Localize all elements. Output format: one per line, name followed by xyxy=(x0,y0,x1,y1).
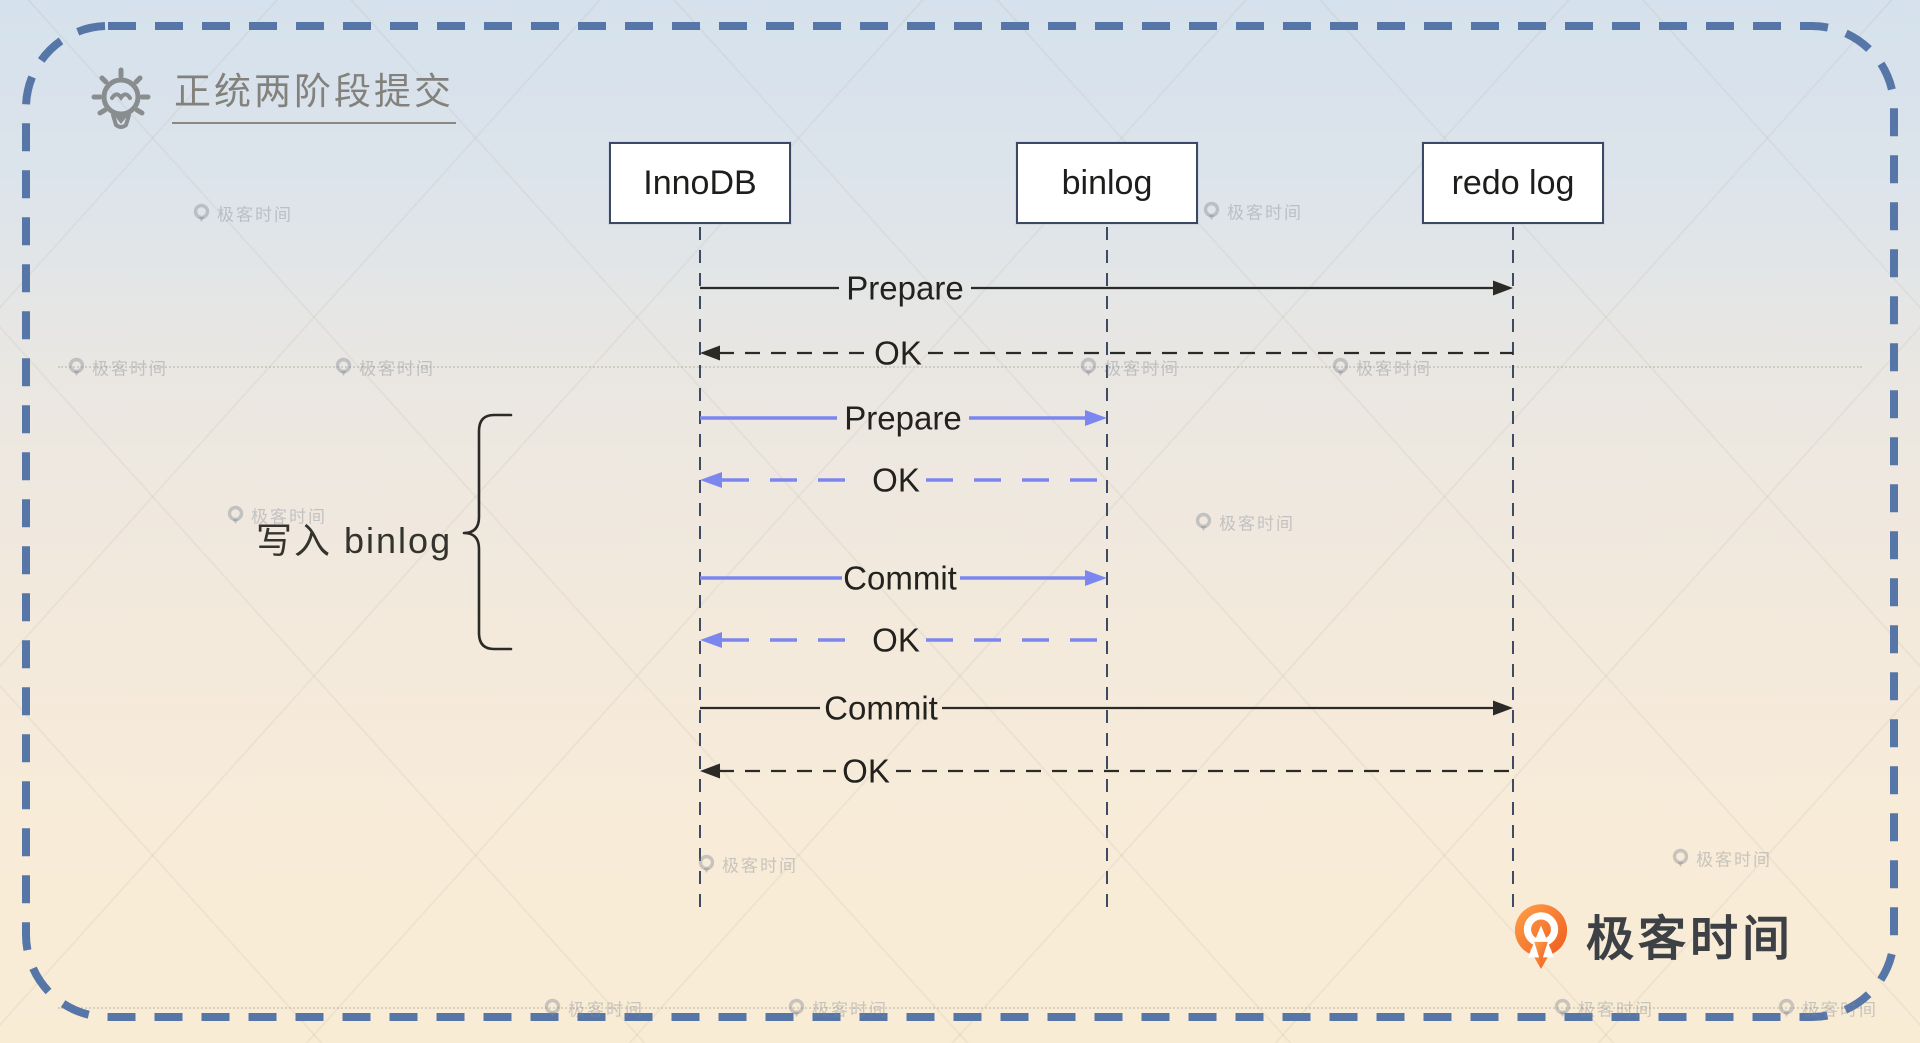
message-label: OK xyxy=(872,462,920,499)
arrowhead-right xyxy=(1493,700,1513,716)
message-ok-from-binlog-2: OK xyxy=(700,622,1107,659)
arrowhead-left xyxy=(700,472,722,488)
message-label: Prepare xyxy=(846,270,963,307)
page-title: 正统两阶段提交 xyxy=(172,66,456,124)
brand-logo: 极客时间 xyxy=(1512,903,1794,977)
actor-box-binlog: binlog xyxy=(1016,142,1198,224)
message-label: OK xyxy=(872,622,920,659)
message-label: OK xyxy=(874,335,922,372)
message-label: Prepare xyxy=(844,400,961,437)
message-label: OK xyxy=(842,753,890,790)
message-label: Commit xyxy=(824,690,938,727)
message-commit-binlog: Commit xyxy=(700,560,1107,597)
brand-text: 极客时间 xyxy=(1586,913,1795,966)
message-ok-from-redolog: OK xyxy=(700,335,1513,372)
message-label: Commit xyxy=(843,560,957,597)
message-ok-from-redolog-2: OK xyxy=(700,753,1513,790)
actor-label: binlog xyxy=(1061,163,1153,202)
actor-box-innodb: InnoDB xyxy=(609,142,791,224)
dotted-guide-line xyxy=(58,366,1862,368)
arrowhead-right xyxy=(1085,410,1107,426)
actor-label: redo log xyxy=(1451,163,1575,202)
message-ok-from-binlog-1: OK xyxy=(700,462,1107,499)
dotted-guide-line xyxy=(58,1007,1862,1009)
lifelines xyxy=(699,227,1514,910)
arrowhead-left xyxy=(700,632,722,648)
actor-label: InnoDB xyxy=(643,163,757,202)
header: 正统两阶段提交 xyxy=(88,66,456,136)
message-commit-redolog: Commit xyxy=(700,690,1513,727)
annotation-brace xyxy=(462,413,513,651)
lightbulb-icon xyxy=(91,67,151,129)
message-prepare-redolog: Prepare xyxy=(700,270,1513,307)
message-prepare-binlog: Prepare xyxy=(700,400,1107,437)
arrowhead-right xyxy=(1493,280,1513,296)
actor-box-redolog: redo log xyxy=(1422,142,1604,224)
arrowhead-left xyxy=(700,345,720,361)
annotation-label: 写入 binlog xyxy=(256,520,453,561)
arrowhead-right xyxy=(1085,570,1107,586)
geektime-logo-icon xyxy=(1514,904,1568,969)
arrowhead-left xyxy=(700,763,720,779)
